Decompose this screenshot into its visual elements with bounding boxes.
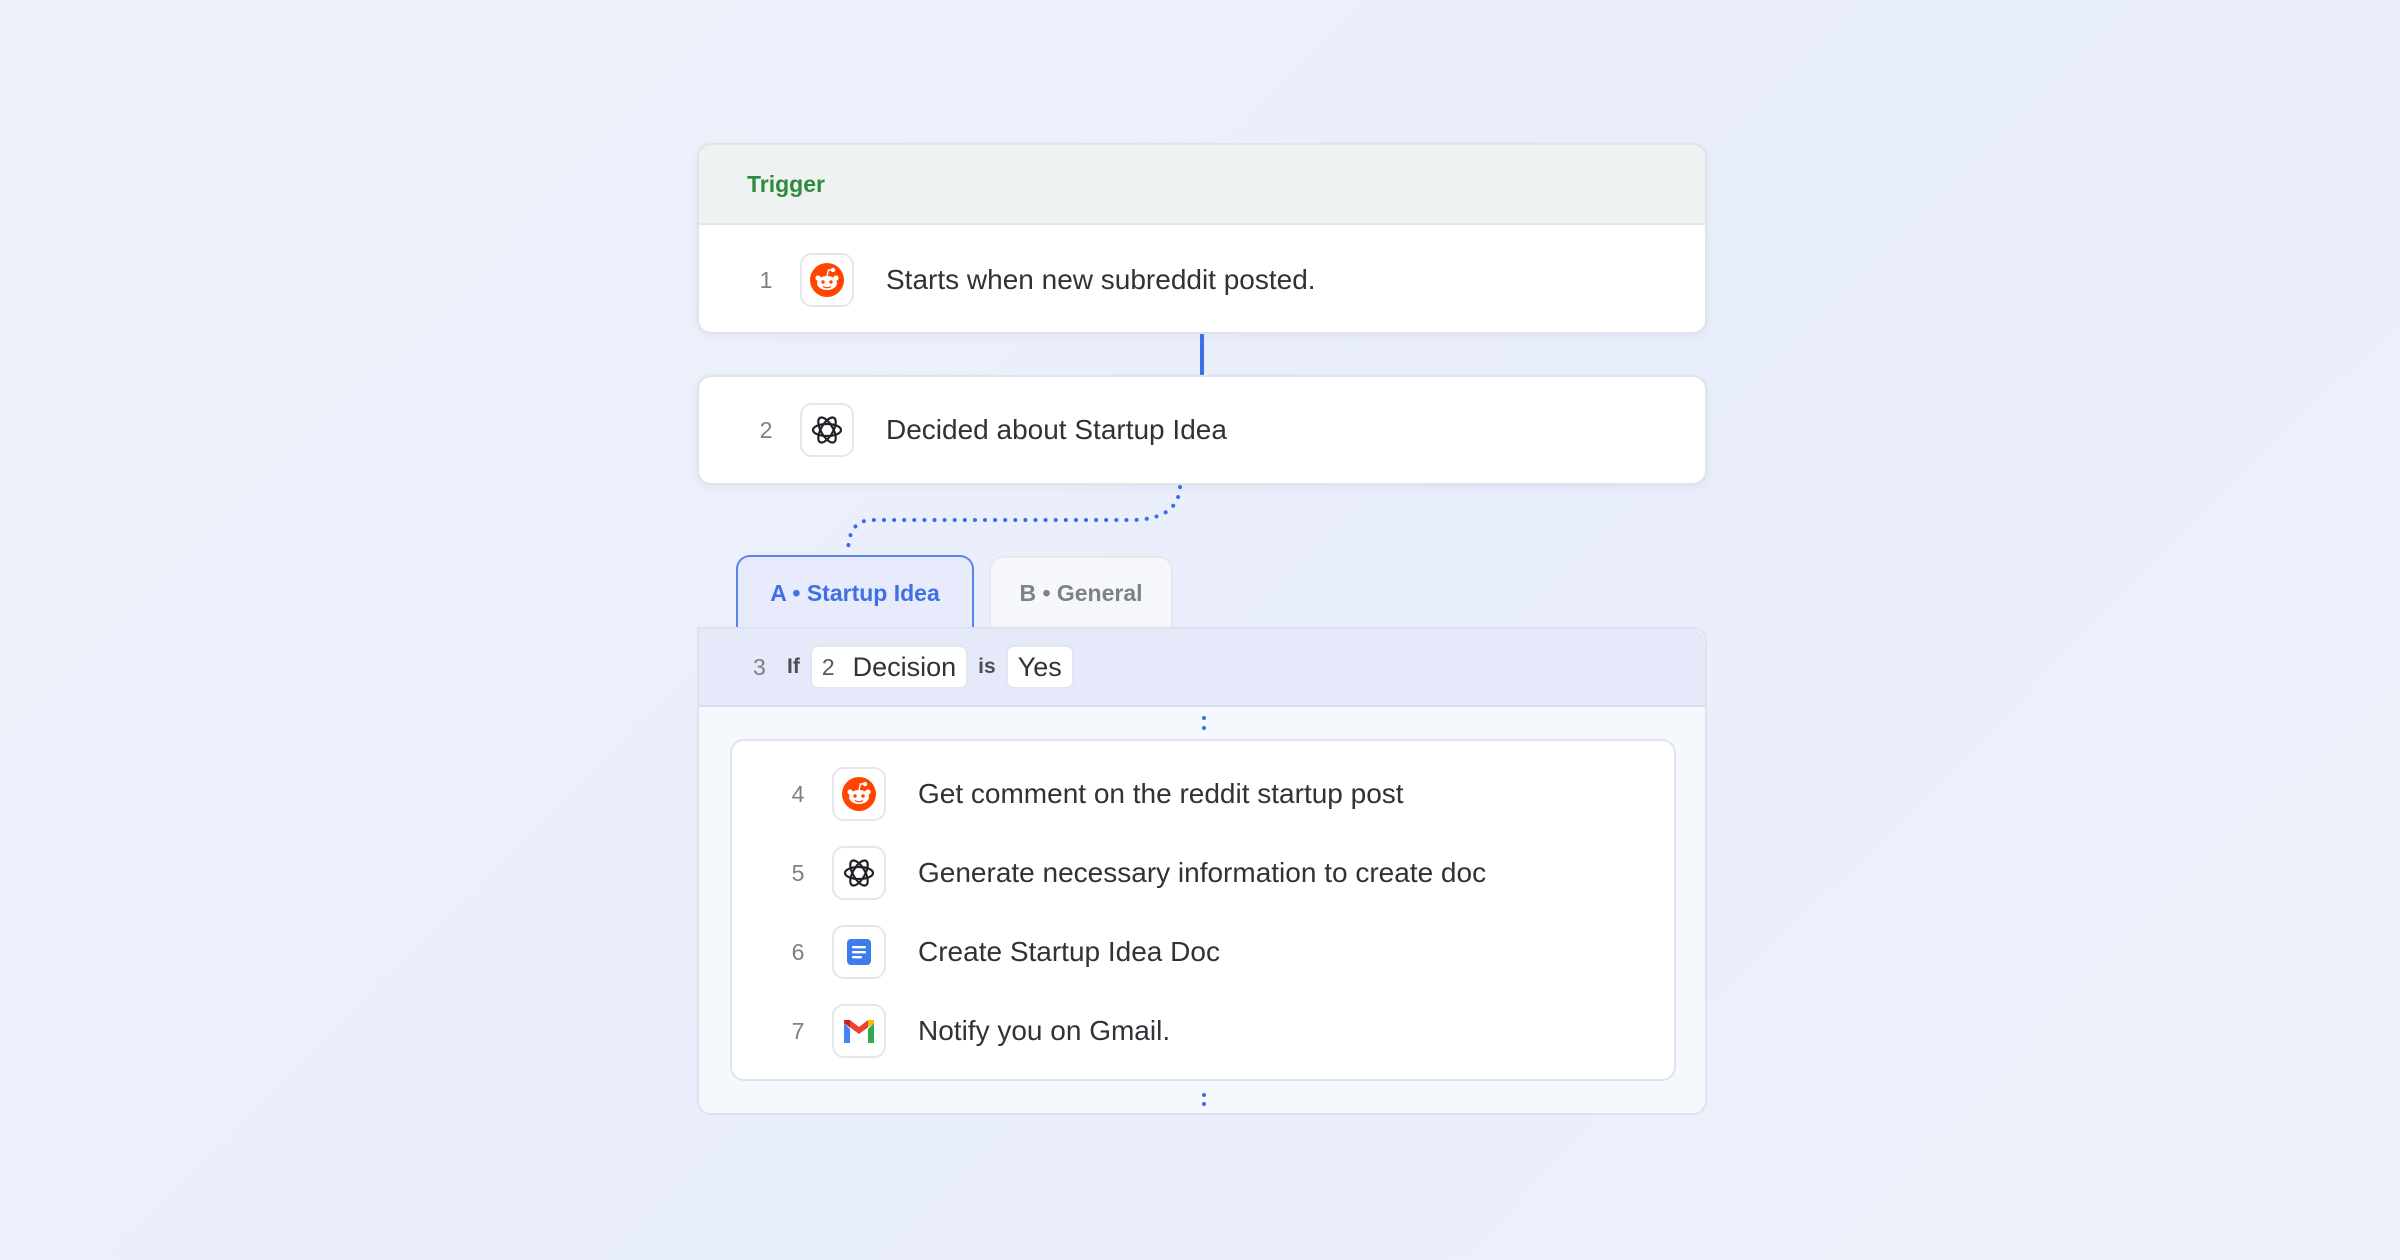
step-text: Get comment on the reddit startup post <box>918 778 1404 809</box>
field-step-number: 2 <box>821 653 835 680</box>
tab-general[interactable]: B • General <box>989 556 1173 629</box>
step-text: Create Startup Idea Doc <box>918 936 1220 967</box>
step-number: 3 <box>753 653 766 680</box>
step-1[interactable]: 1 Starts when new subreddit posted. <box>746 253 1316 307</box>
step-number: 6 <box>791 938 805 965</box>
step-text: Generate necessary information to create… <box>918 857 1487 888</box>
step-number: 2 <box>759 416 773 443</box>
trigger-label: Trigger <box>747 170 825 197</box>
trigger-header: Trigger <box>699 145 1705 225</box>
openai-icon <box>832 846 886 900</box>
google-docs-icon <box>832 925 886 979</box>
condition-row[interactable]: 3 If 2 Decision is Yes <box>699 629 1705 707</box>
is-label: is <box>978 655 996 678</box>
step-6[interactable]: 6 Create Startup Idea Doc <box>778 925 1220 979</box>
tab-startup-idea[interactable]: A • Startup Idea <box>736 555 974 629</box>
reddit-icon <box>832 767 886 821</box>
gmail-icon <box>832 1004 886 1058</box>
branch-container: 3 If 2 Decision is Yes 4 <box>697 627 1707 1115</box>
dot-connector <box>1202 1093 1206 1097</box>
dot-connector <box>1202 1102 1206 1106</box>
condition-value-pill[interactable]: Yes <box>1005 645 1074 689</box>
step-7[interactable]: 7 Notify you on Gmail. <box>778 1004 1170 1058</box>
step-5[interactable]: 5 Generate necessary information to crea… <box>778 846 1486 900</box>
step-number: 5 <box>791 859 805 886</box>
step-text: Starts when new subreddit posted. <box>886 264 1316 295</box>
step-text: Notify you on Gmail. <box>918 1015 1171 1046</box>
branch-steps-card: 4 Get comment on the reddit startup post… <box>730 739 1676 1081</box>
step-number: 1 <box>759 266 773 293</box>
field-label: Decision <box>852 651 957 682</box>
step-4[interactable]: 4 Get comment on the reddit startup post <box>778 767 1404 821</box>
if-label: If <box>787 655 800 678</box>
trigger-card[interactable]: Trigger 1 Starts when new subreddit post… <box>697 143 1707 334</box>
step-2-card[interactable]: 2 Decided about Startup Idea <box>697 375 1707 485</box>
condition-value: Yes <box>1017 651 1062 682</box>
step-2[interactable]: 2 Decided about Startup Idea <box>746 403 1227 457</box>
openai-icon <box>800 403 854 457</box>
step-number: 7 <box>791 1017 805 1044</box>
dot-connector <box>1202 716 1206 720</box>
connector-line <box>1200 334 1204 375</box>
step-number: 4 <box>791 780 805 807</box>
dot-connector <box>1202 726 1206 730</box>
condition-field-pill[interactable]: 2 Decision <box>809 645 969 689</box>
reddit-icon <box>800 253 854 307</box>
step-text: Decided about Startup Idea <box>886 414 1227 445</box>
